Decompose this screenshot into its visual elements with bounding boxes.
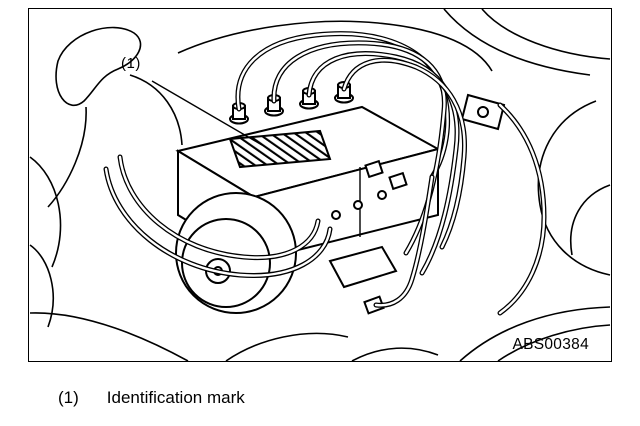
abs-unit-illustration	[29, 9, 611, 361]
brake-pipes	[103, 31, 547, 316]
legend-item-text: Identification mark	[106, 388, 245, 407]
leader-line	[151, 80, 263, 146]
figure-frame: (1) ABS00384	[28, 8, 612, 362]
identification-mark-hatch	[228, 129, 332, 169]
pump-motor	[175, 192, 297, 314]
legend-row: (1) Identification mark	[58, 388, 245, 408]
engine-bay-background	[29, 9, 611, 361]
legend-item-number: (1)	[58, 388, 79, 407]
figure-code: ABS00384	[512, 336, 589, 353]
callout-1-label: (1)	[121, 55, 141, 72]
pipe-clamp	[460, 93, 506, 131]
pipe-fittings	[229, 81, 408, 315]
